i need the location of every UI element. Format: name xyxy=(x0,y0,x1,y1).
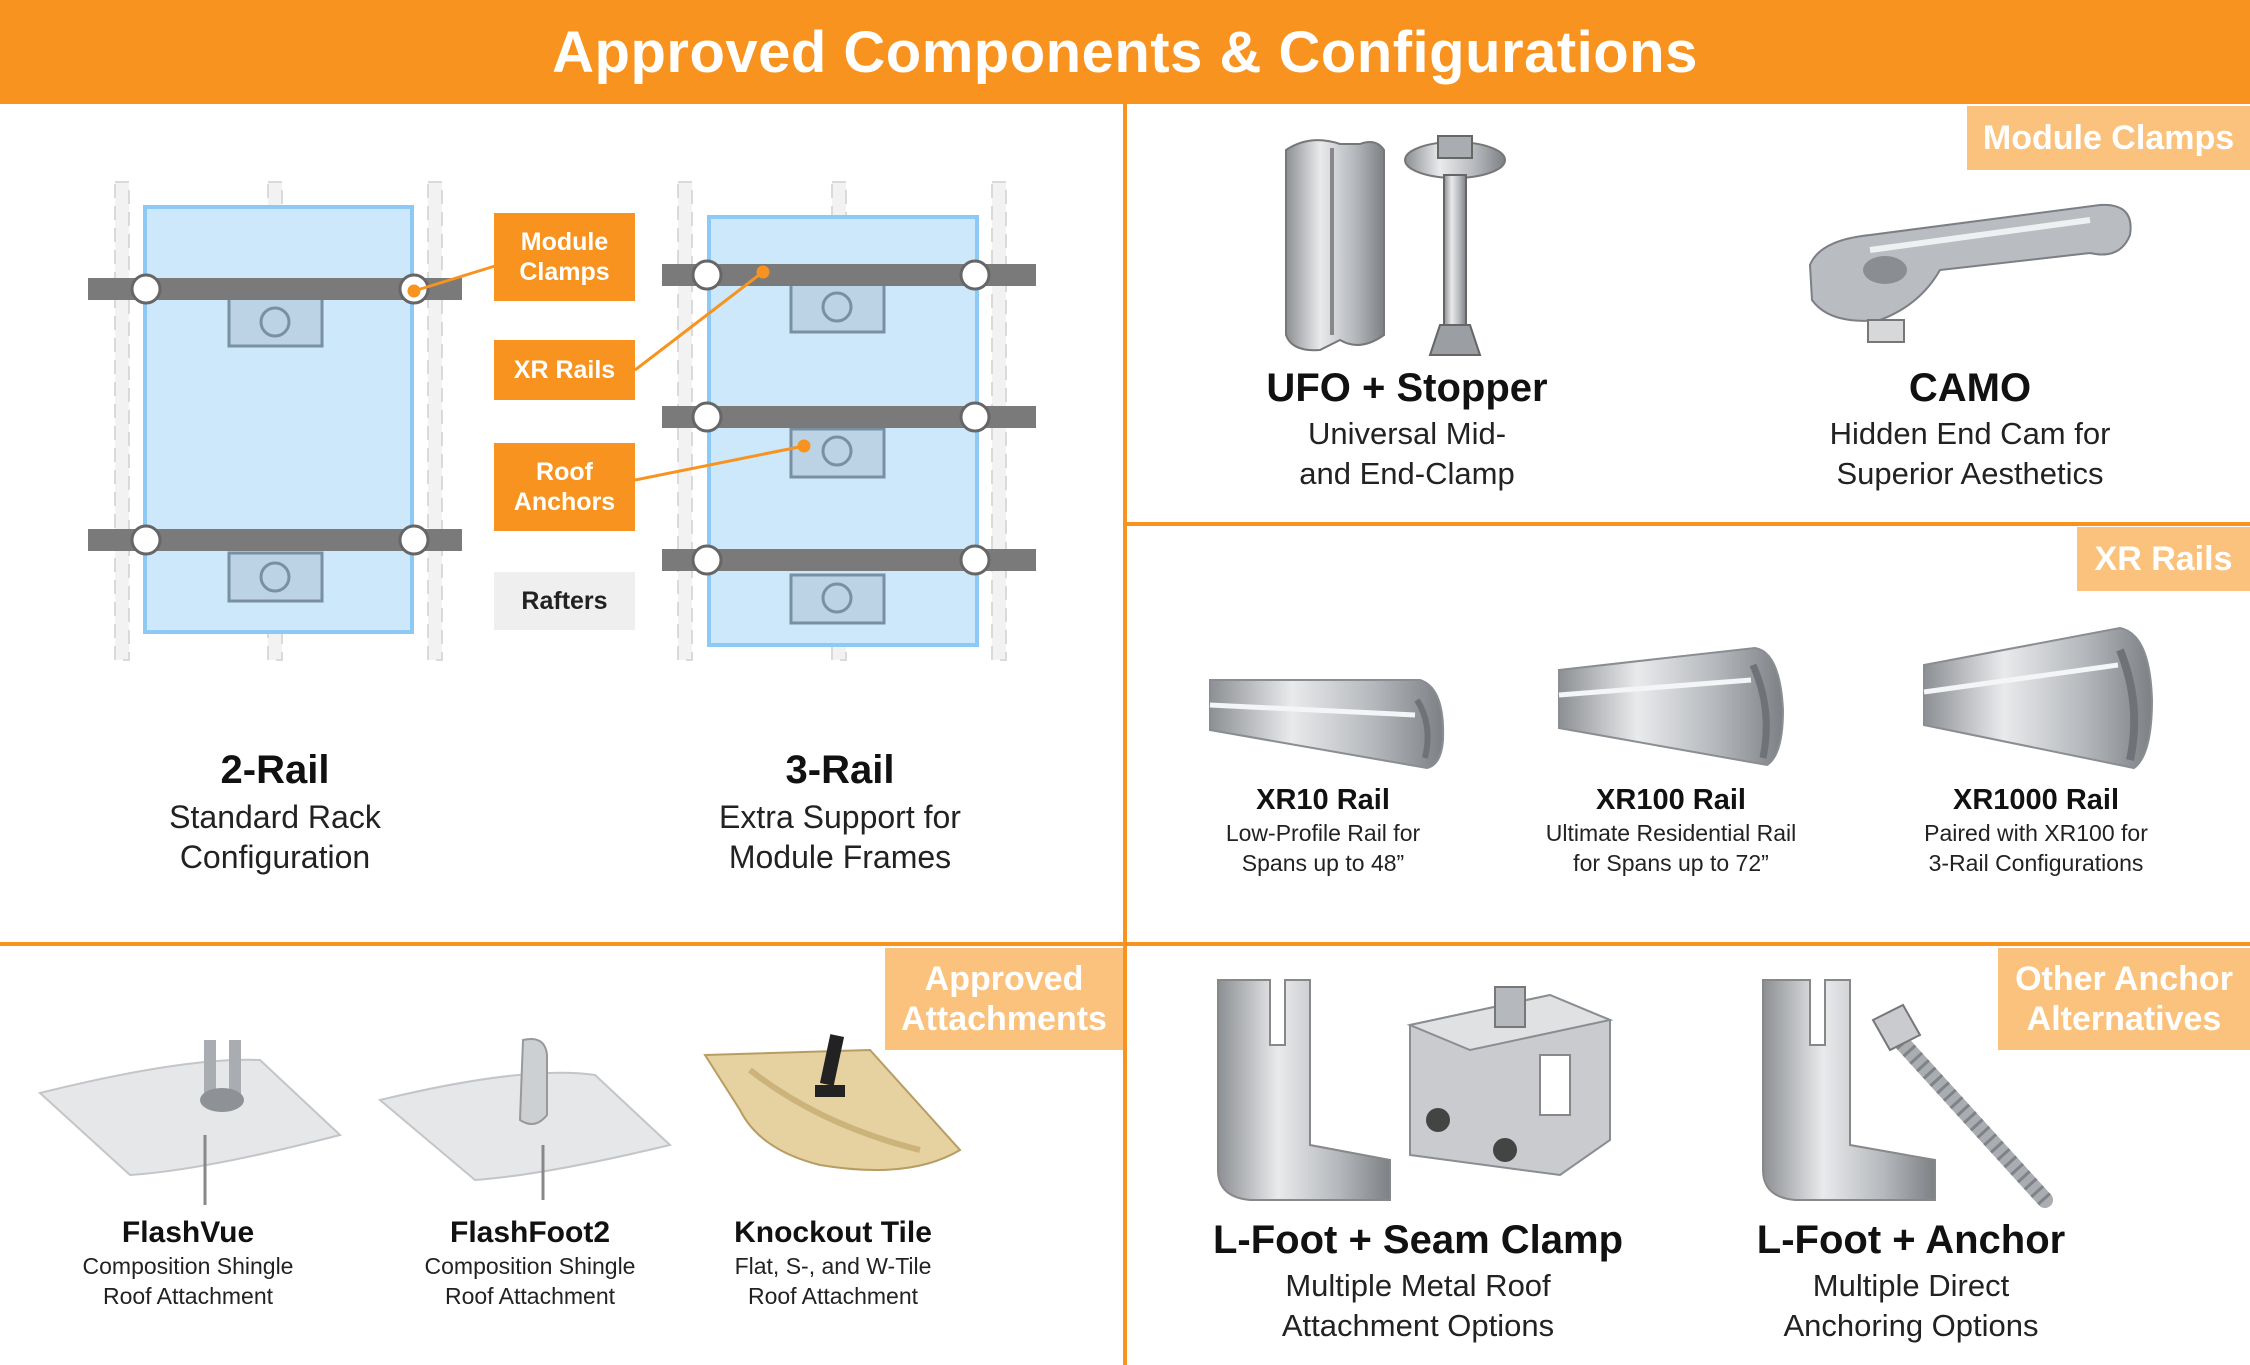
three-rail-title: 3-Rail xyxy=(785,748,895,792)
ufo-stopper-title: UFO + Stopper xyxy=(1266,366,1548,410)
flashfoot2-title: FlashFoot2 xyxy=(449,1216,611,1249)
tag-xr-rails: XR Rails xyxy=(2077,527,2250,591)
flashfoot2-icon xyxy=(377,1038,673,1200)
flashvue-subtitle: Composition Shingle Roof Attachment xyxy=(82,1253,294,1309)
flashfoot2-subtitle: Composition Shingle Roof Attachment xyxy=(424,1253,636,1309)
knockout-tile-subtitle: Flat, S-, and W-Tile Roof Attachment xyxy=(734,1253,932,1309)
lfoot-anchor-subtitle: Multiple Direct Anchoring Options xyxy=(1783,1268,2039,1343)
lfoot-anchor-icon xyxy=(1762,979,2053,1208)
roof-anchors xyxy=(789,282,886,625)
ufo-stopper-subtitle: Universal Mid- and End-Clamp xyxy=(1299,416,1515,491)
xr100-rail-icon xyxy=(1558,646,1785,767)
lfoot-seam-clamp-subtitle: Multiple Metal Roof Attachment Options xyxy=(1281,1268,1555,1343)
module-clamps xyxy=(691,259,991,576)
xr100-title: XR100 Rail xyxy=(1596,784,1746,816)
tag-approved-attachments: Approved Attachments xyxy=(885,948,1123,1050)
knockout-tile-title: Knockout Tile xyxy=(734,1216,932,1249)
module-clamps xyxy=(130,273,430,556)
divider-horizontal-right-bottom xyxy=(1125,942,2250,946)
camo-clamp-icon xyxy=(1808,203,2132,343)
lfoot-seam-clamp-title: L-Foot + Seam Clamp xyxy=(1212,1218,1624,1262)
two-rail-diagram xyxy=(88,181,462,661)
roof-anchors xyxy=(227,296,324,603)
knockout-tile-icon xyxy=(703,1034,962,1171)
divider-vertical xyxy=(1123,104,1127,1365)
tag-module-clamps: Module Clamps xyxy=(1967,106,2250,170)
xr10-title: XR10 Rail xyxy=(1256,784,1390,816)
xr1000-subtitle: Paired with XR100 for 3-Rail Configurati… xyxy=(1924,820,2148,876)
legend-module-clamps: Module Clamps xyxy=(494,213,635,301)
camo-title: CAMO xyxy=(1908,366,2032,410)
ufo-clamp-icon xyxy=(1285,135,1506,356)
xr-rails xyxy=(88,278,462,551)
divider-horizontal-left xyxy=(0,942,1125,946)
lfoot-anchor-title: L-Foot + Anchor xyxy=(1756,1218,2066,1262)
xr10-rail-icon xyxy=(1209,679,1445,770)
camo-subtitle: Hidden End Cam for Superior Aesthetics xyxy=(1829,416,2111,491)
divider-horizontal-right-top xyxy=(1125,522,2250,526)
flashvue-title: FlashVue xyxy=(121,1216,255,1249)
three-rail-diagram xyxy=(407,181,1036,661)
xr1000-rail-icon xyxy=(1923,626,2154,770)
legend-rafters: Rafters xyxy=(494,572,635,630)
legend-roof-anchors: Roof Anchors xyxy=(494,443,635,531)
legend-xr-rails: XR Rails xyxy=(494,340,635,400)
tag-other-anchor-alternatives: Other Anchor Alternatives xyxy=(1998,948,2250,1050)
xr-rails xyxy=(662,264,1036,571)
two-rail-subtitle: Standard Rack Configuration xyxy=(169,799,381,875)
page-title: Approved Components & Configurations xyxy=(552,19,1698,85)
flashvue-icon xyxy=(37,1040,343,1205)
xr1000-title: XR1000 Rail xyxy=(1952,784,2120,816)
lfoot-seam-clamp-icon xyxy=(1217,979,1614,1201)
xr100-subtitle: Ultimate Residential Rail for Spans up t… xyxy=(1545,820,1797,876)
page-header: Approved Components & Configurations xyxy=(0,0,2250,104)
two-rail-title: 2-Rail xyxy=(220,748,330,792)
xr10-subtitle: Low-Profile Rail for Spans up to 48” xyxy=(1225,820,1421,876)
three-rail-subtitle: Extra Support for Module Frames xyxy=(719,799,961,875)
